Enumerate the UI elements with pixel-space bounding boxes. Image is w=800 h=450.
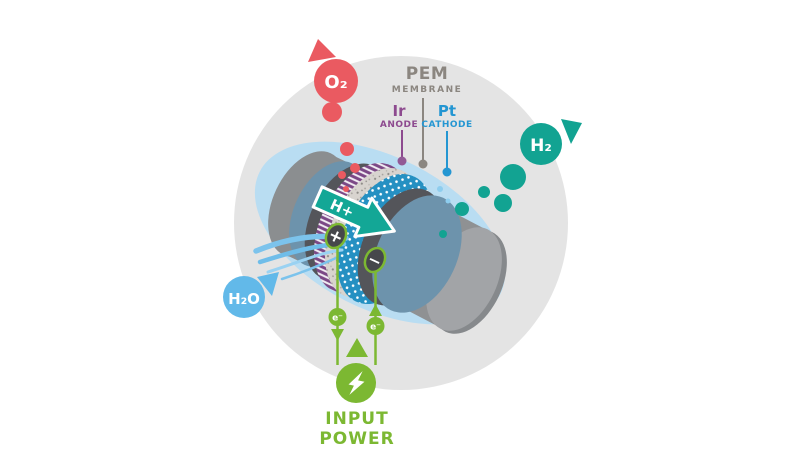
anode-leader-dot (397, 156, 407, 166)
hydrogen-badge (520, 123, 562, 165)
input-power-line2: POWER (319, 429, 394, 449)
water-label: H₂O (228, 290, 260, 308)
right-flow-plate (372, 195, 462, 313)
oxygen-bubble (338, 171, 346, 179)
input-power-circuit: e⁻ e⁻ INPUT POWER (319, 246, 394, 449)
electron-badge (328, 308, 347, 326)
oxygen-bubble (322, 102, 342, 122)
water-droplet (445, 198, 451, 204)
lightning-bolt-shape (348, 371, 365, 395)
electron-up-arrow-icon (369, 304, 382, 316)
label-leaders (397, 98, 452, 177)
hydrogen-bubble (494, 194, 512, 212)
membrane-leader-dot (418, 159, 428, 169)
oxygen-label: O₂ (324, 72, 347, 93)
hydrogen-label: H₂ (530, 136, 552, 156)
cathode-label: CATHODE (421, 120, 472, 130)
o2-flow-arrow-icon (308, 39, 336, 62)
water-droplet (437, 186, 443, 192)
electron-label: e⁻ (370, 323, 381, 333)
water-input: H₂O (223, 272, 279, 318)
proton-arrow-shape (311, 185, 396, 238)
electron-label: e⁻ (332, 314, 343, 324)
cathode-leader-dot (442, 167, 452, 177)
oxygen-bubble (350, 163, 360, 173)
hydrogen-bubble (478, 186, 490, 198)
pem-label: PEM (406, 64, 449, 84)
h2o-flow-arrow-icon (257, 272, 279, 296)
h2-flow-arrow-icon (561, 119, 582, 144)
lightning-icon (348, 371, 365, 395)
membrane-label: MEMBRANE (392, 85, 463, 95)
input-power-arrow-icon (346, 338, 368, 357)
negative-terminal (363, 246, 387, 274)
electron-down-arrow-icon (331, 329, 344, 341)
electron-badge (366, 317, 385, 335)
positive-terminal (324, 222, 348, 250)
component-labels: PEM MEMBRANE Ir ANODE Pt CATHODE (380, 64, 472, 130)
electrode-terminals: + − (324, 222, 387, 274)
oxygen-output: O₂ (308, 39, 360, 192)
oxygen-bubble (340, 142, 354, 156)
hydrogen-output: H₂ (437, 119, 582, 238)
platinum-label: Pt (438, 102, 456, 120)
input-power-line1: INPUT (325, 409, 388, 429)
hydrogen-bubble (439, 230, 447, 238)
water-badge (223, 276, 265, 318)
hydrogen-bubble (455, 202, 469, 216)
swoosh-stroke (280, 256, 338, 281)
iridium-label: Ir (393, 102, 407, 120)
oxygen-badge (314, 59, 358, 103)
hydrogen-bubble (500, 164, 526, 190)
oxygen-bubble (343, 186, 349, 192)
anode-label: ANODE (380, 120, 418, 130)
